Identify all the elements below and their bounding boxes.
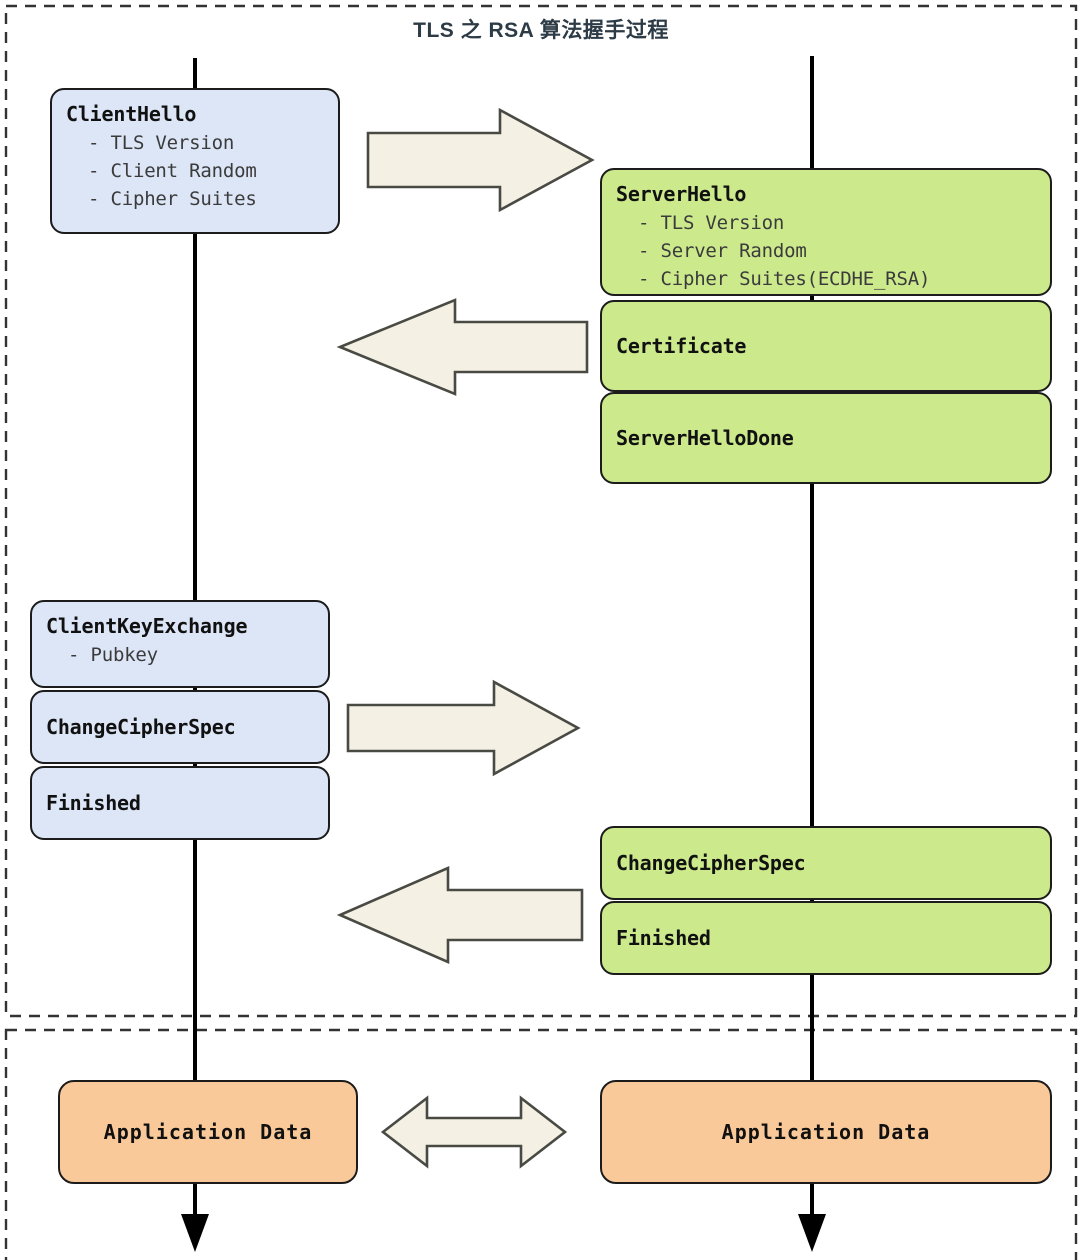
client-to-server-hello-arrow: [366, 107, 595, 213]
server-lifeline-arrowhead: [798, 1214, 826, 1252]
server-application-data-label: Application Data: [721, 1119, 931, 1144]
server-hello-item-cipher-suites: - Cipher Suites(ECDHE_RSA): [638, 268, 931, 291]
client-hello-header: ClientHello: [66, 102, 197, 126]
client-key-exchange-box: ClientKeyExchange - Pubkey: [30, 600, 330, 688]
client-hello-item-cipher-suites: - Cipher Suites: [88, 188, 257, 211]
application-data-bidirectional-arrow: [380, 1095, 568, 1169]
client-key-exchange-header: ClientKeyExchange: [46, 614, 248, 638]
client-lifeline-arrowhead: [181, 1214, 209, 1252]
client-change-cipher-spec-box: ChangeCipherSpec: [30, 690, 330, 764]
client-change-cipher-spec-header: ChangeCipherSpec: [46, 714, 236, 739]
client-finished-header: Finished: [46, 790, 141, 815]
server-hello-item-server-random: - Server Random: [638, 240, 807, 263]
server-hello-header: ServerHello: [616, 182, 747, 206]
server-finished-box: Finished: [600, 901, 1052, 975]
client-hello-item-tls-version: - TLS Version: [88, 132, 235, 154]
server-hello-box: ServerHello - TLS Version - Server Rando…: [600, 168, 1052, 296]
server-hello-done-box: ServerHelloDone: [600, 392, 1052, 484]
server-change-cipher-spec-box: ChangeCipherSpec: [600, 826, 1052, 900]
client-application-data-box: Application Data: [58, 1080, 358, 1184]
server-application-data-box: Application Data: [600, 1080, 1052, 1184]
server-hello-done-header: ServerHelloDone: [616, 425, 794, 450]
client-hello-box: ClientHello - TLS Version - Client Rando…: [50, 88, 340, 234]
client-to-server-keyexchange-arrow: [346, 679, 581, 777]
handshake-region: [4, 4, 1078, 1018]
client-key-exchange-item-pubkey: - Pubkey: [68, 644, 158, 666]
application-data-region: [4, 1028, 1078, 1260]
server-change-cipher-spec-header: ChangeCipherSpec: [616, 850, 806, 875]
client-hello-item-client-random: - Client Random: [88, 160, 257, 183]
certificate-header: Certificate: [616, 333, 747, 358]
server-to-client-hello-arrow: [336, 298, 589, 396]
server-finished-header: Finished: [616, 925, 711, 950]
diagram-title: TLS 之 RSA 算法握手过程: [413, 19, 669, 42]
client-application-data-label: Application Data: [103, 1119, 313, 1144]
server-to-client-finished-arrow: [336, 866, 584, 964]
client-finished-box: Finished: [30, 766, 330, 840]
server-hello-item-tls-version: - TLS Version: [638, 212, 785, 234]
certificate-box: Certificate: [600, 300, 1052, 392]
